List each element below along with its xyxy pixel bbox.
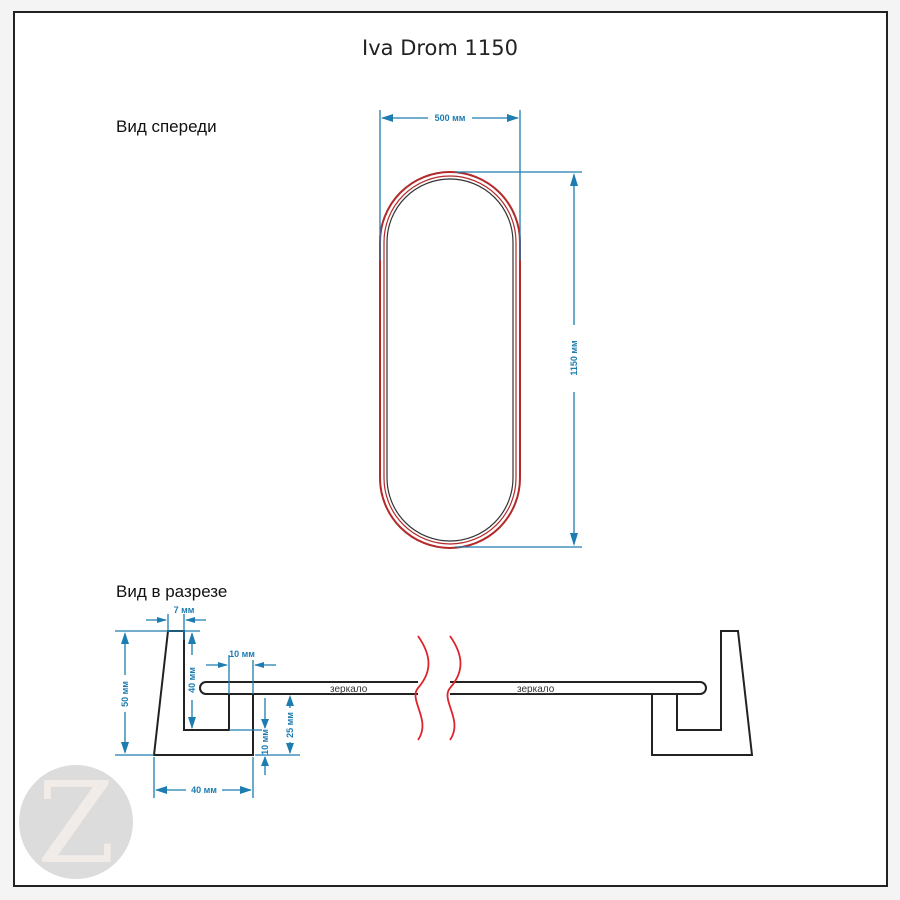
svg-text:Z: Z: [37, 759, 115, 889]
dim-base-width: 40 мм: [191, 785, 217, 795]
dim-top-width: 7 мм: [174, 605, 195, 615]
z-logo: Z: [19, 759, 133, 889]
dim-inner-height: 40 мм: [187, 667, 197, 693]
dim-shelf-width: 10 мм: [229, 649, 255, 659]
dim-base-thickness: 10 мм: [260, 729, 270, 755]
mirror-front-view: [379, 171, 521, 549]
front-view-label: Вид спереди: [116, 117, 217, 136]
height-dimension-label: 1150 мм: [569, 340, 579, 376]
width-dimension: 500 мм: [379, 110, 521, 260]
break-lines: [414, 635, 462, 741]
dim-mirror-height: 25 мм: [285, 712, 295, 738]
frame-profile-right: [651, 630, 754, 756]
height-dimension: 1150 мм: [455, 171, 582, 548]
section-view-label: Вид в разрезе: [116, 582, 227, 601]
drawing-title: Iva Drom 1150: [362, 36, 518, 60]
section-dimensions: 7 мм 50 мм 40 мм 10 мм 10 мм: [115, 605, 300, 798]
mirror-label-left: зеркало: [330, 684, 368, 695]
width-dimension-label: 500 мм: [435, 113, 466, 123]
mirror-section: зеркало зеркало: [199, 681, 707, 695]
dim-total-height: 50 мм: [120, 681, 130, 707]
mirror-label-right: зеркало: [517, 684, 555, 695]
